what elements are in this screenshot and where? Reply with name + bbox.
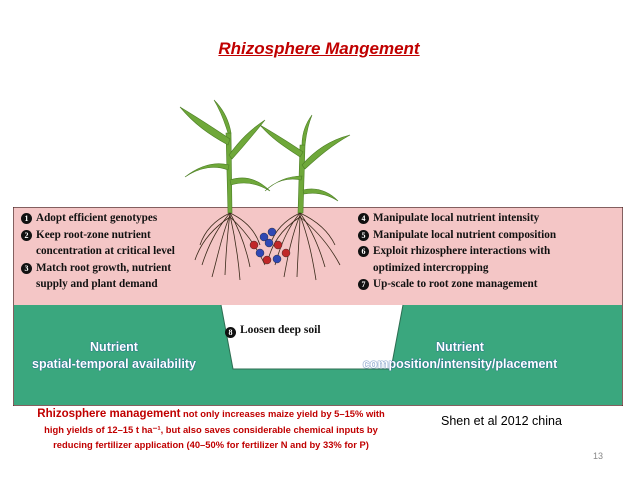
summary-line-2: high yields of 12–15 t ha⁻¹, but also sa…	[44, 424, 378, 435]
green-soil-zone	[14, 305, 622, 405]
citation: Shen et al 2012 china	[441, 414, 562, 428]
number-badge: 7	[358, 279, 369, 291]
plant-right	[259, 114, 351, 214]
list-item-continuation: supply and plant demand	[36, 278, 158, 291]
roots	[194, 212, 341, 281]
summary-lead: Rhizosphere management	[37, 408, 181, 420]
number-badge: 4	[358, 213, 369, 224]
number-badge: 2	[21, 229, 32, 241]
list-item-text: Manipulate local nutrient intensity	[373, 212, 540, 224]
summary-line-3: reducing fertilizer application (40–50% …	[53, 439, 369, 450]
plant-left	[179, 99, 271, 214]
summary-text: Rhizosphere management not only increase…	[6, 406, 416, 452]
nutrient-right-label: Nutrient composition/intensity/placement	[330, 339, 590, 373]
list-item-text: Exploit rhizosphere interactions with	[373, 245, 551, 258]
number-badge: 5	[358, 229, 369, 241]
number-badge: 3	[21, 262, 32, 274]
nutrient-left-line1: Nutrient	[90, 340, 138, 354]
nutrient-right-line2: composition/intensity/placement	[362, 357, 558, 371]
list-item-text: Match root growth, nutrient	[36, 261, 172, 274]
page-number: 13	[593, 451, 604, 461]
rhizosphere-diagram	[13, 207, 623, 406]
loosen-soil-label: 8 Loosen deep soil	[225, 324, 321, 338]
list-item-text: Keep root-zone nutrient	[36, 228, 151, 241]
number-badge: 1	[21, 213, 32, 224]
summary-line-1: Rhizosphere management not only increase…	[6, 406, 416, 422]
nutrient-left-line2: spatial-temporal availability	[32, 357, 196, 371]
nutrient-right-line1: Nutrient	[436, 340, 484, 354]
list-item-continuation: optimized intercropping	[373, 261, 489, 274]
fertilizer-granules	[249, 227, 291, 265]
number-badge: 6	[358, 246, 369, 258]
list-item: 4 Manipulate local nutrient intensity	[358, 210, 620, 227]
list-item: 1 Adopt efficient genotypes	[21, 210, 231, 227]
maize-plants	[179, 99, 351, 281]
nutrient-left-label: Nutrient spatial-temporal availability	[14, 339, 214, 373]
list-item-text: Manipulate local nutrient composition	[373, 228, 557, 241]
list-item: 5 Manipulate local nutrient composition	[358, 227, 620, 244]
list-item-text: Adopt efficient genotypes	[36, 212, 158, 224]
list-item: 2 Keep root-zone nutrient	[21, 227, 231, 244]
list-item-continuation: concentration at critical level	[36, 245, 175, 258]
list-item-text: Up-scale to root zone management	[373, 278, 538, 291]
list-item: 3 Match root growth, nutrient	[21, 260, 231, 277]
summary-line-1-rest: not only increases maize yield by 5–15% …	[180, 408, 385, 419]
left-strategy-list: 1 Adopt efficient genotypes 2 Keep root-zo…	[21, 210, 231, 293]
list-item: 7 Up-scale to root zone management	[358, 276, 620, 293]
right-strategy-list: 4 Manipulate local nutrient intensity 5 Ma…	[358, 210, 620, 293]
number-badge: 8	[225, 327, 236, 338]
loosen-soil-text: Loosen deep soil	[240, 324, 321, 336]
list-item: 6 Exploit rhizosphere interactions with	[358, 243, 620, 260]
slide-title: Rhizosphere Mangement	[218, 39, 420, 58]
